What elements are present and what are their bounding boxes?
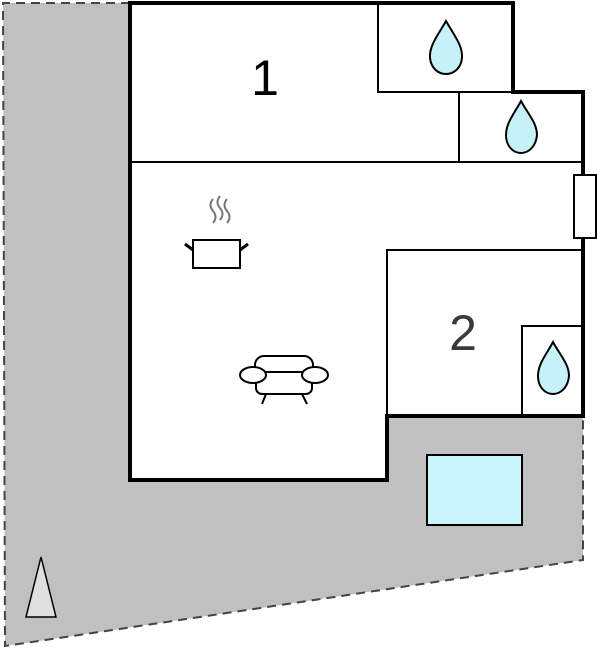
cooking-pot-icon (184, 195, 249, 269)
house-floor (130, 3, 583, 480)
sofa-icon (239, 355, 329, 405)
window-icon (573, 174, 597, 239)
exterior-walls (128, 1, 585, 482)
room-label-1: 1 (251, 50, 279, 106)
water-drop-icon (504, 98, 539, 155)
north-arrow-icon (25, 556, 57, 618)
room-label-2: 2 (449, 305, 477, 361)
interior-walls (130, 3, 583, 416)
water-drop-icon (428, 18, 464, 76)
plot-boundary (1, 2, 584, 648)
water-drop-icon (536, 339, 571, 396)
pool-icon (426, 454, 523, 526)
